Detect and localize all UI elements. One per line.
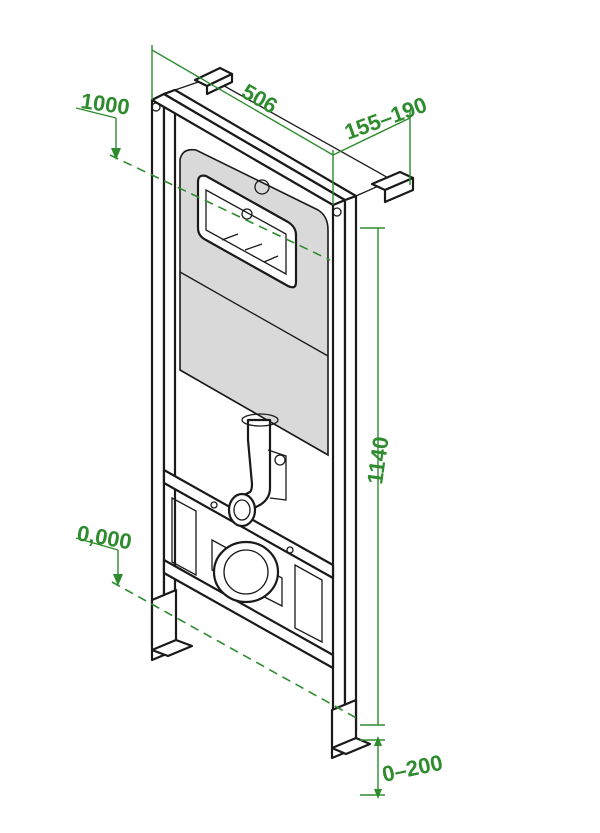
level-marker-top: 1000 <box>75 88 331 261</box>
dimension-leg-adjust: 0–200 <box>360 736 445 799</box>
wall-brackets <box>193 66 415 204</box>
leg-adjust-label: 0–200 <box>380 750 445 787</box>
level-floor-label: 0,000 <box>75 520 134 554</box>
depth-label: 155–190 <box>341 92 430 145</box>
width-label: 506 <box>238 79 282 119</box>
level-marker-floor: 0,000 <box>75 520 361 721</box>
level-top-label: 1000 <box>79 88 131 120</box>
cistern-tank <box>179 148 329 457</box>
dimension-height: 1140 <box>360 227 394 726</box>
flush-pipe <box>227 413 287 528</box>
dimension-depth: 155–190 <box>332 92 430 185</box>
height-label: 1140 <box>362 435 393 486</box>
drain-connector <box>211 538 283 608</box>
installation-frame <box>150 77 394 742</box>
